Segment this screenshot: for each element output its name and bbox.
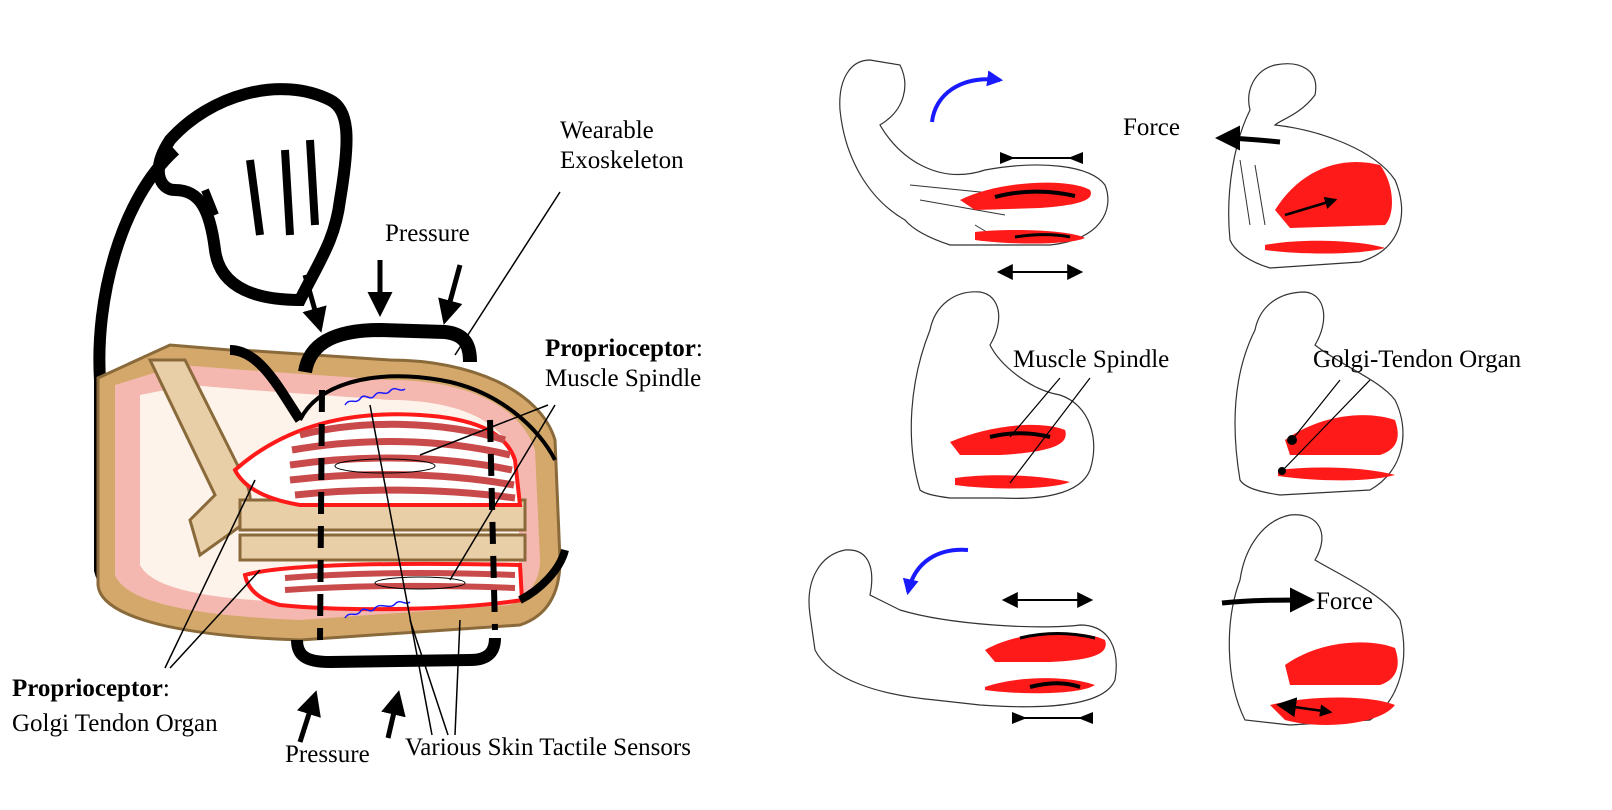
- proprioceptor-spindle-label: Proprioceptor: Muscle Spindle: [545, 335, 703, 392]
- spindle-upper: [334, 458, 436, 474]
- muscle: [955, 475, 1070, 489]
- rotation-arrow: [930, 70, 1004, 123]
- panel-force-bottom: [1221, 514, 1405, 726]
- pressure-label-bottom: Pressure: [285, 741, 370, 768]
- golgi-tendon-label: Golgi-Tendon Organ: [1313, 346, 1522, 373]
- muscle: [1285, 642, 1398, 685]
- panel-golgi-tendon: [1234, 291, 1404, 496]
- wearable-label: Wearable Exoskeleton: [560, 117, 684, 174]
- muscle: [960, 182, 1091, 210]
- skin-sensors-blue: [344, 387, 411, 619]
- force-arrow: [1215, 125, 1281, 151]
- muscle: [1265, 240, 1385, 254]
- forearm-bone-lower: [238, 533, 527, 562]
- panel-flex-spindle: [839, 59, 1109, 280]
- force-arrow: [1221, 587, 1315, 613]
- pressure-label-top: Pressure: [385, 220, 470, 247]
- exoskeleton-bottom: [291, 637, 501, 669]
- arm-sketch: [910, 291, 1095, 499]
- proprioceptor-gto-label: Proprioceptor: Golgi Tendon Organ: [12, 675, 218, 737]
- spindle-lower: [374, 576, 466, 590]
- pressure-arrow: [302, 274, 327, 333]
- panel-force-top: [1215, 63, 1403, 269]
- arm-sketch: [808, 549, 1117, 708]
- left-arm-diagram: [93, 83, 569, 743]
- pressure-arrow: [438, 264, 463, 325]
- force-label-top: Force: [1123, 114, 1180, 141]
- muscle: [1278, 467, 1395, 481]
- arm-sketch: [839, 59, 1109, 246]
- muscle: [1275, 162, 1392, 228]
- muscle: [975, 230, 1085, 244]
- force-label-bottom: Force: [1316, 588, 1373, 615]
- arm-sketch: [1234, 291, 1404, 496]
- muscle: [1270, 697, 1395, 725]
- muscle: [985, 632, 1106, 662]
- muscle: [1285, 415, 1398, 455]
- pressure-arrow: [381, 690, 406, 739]
- skin-sensors-label: Various Skin Tactile Sensors: [405, 734, 691, 761]
- panel-extension: [808, 547, 1117, 724]
- exoskeleton-top: [298, 322, 477, 374]
- panel-muscle-spindle: [910, 291, 1095, 499]
- pressure-arrow: [297, 690, 321, 743]
- leader-lines: [164, 191, 561, 736]
- arm-sketch: [1228, 514, 1405, 726]
- muscle-spindle-label: Muscle Spindle: [1013, 346, 1170, 373]
- rotation-arrow: [902, 547, 969, 596]
